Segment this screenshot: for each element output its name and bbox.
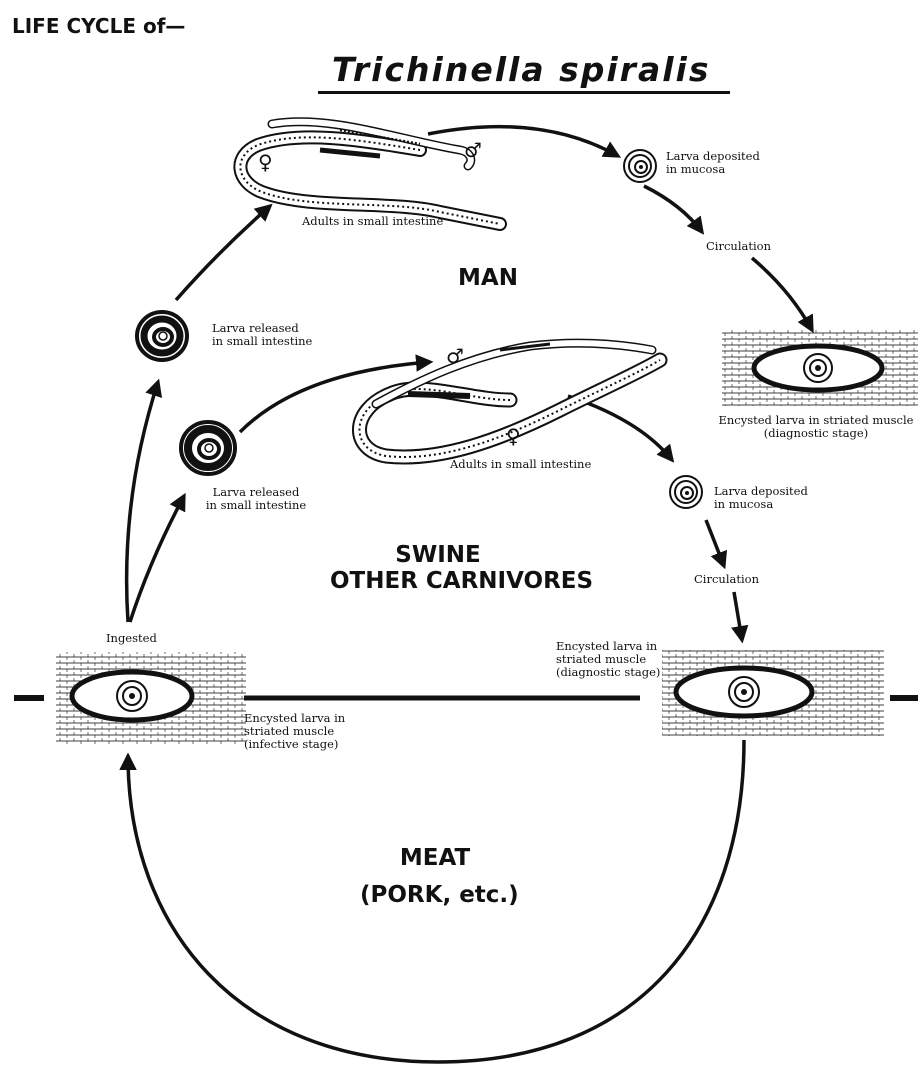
arrow-ingested-to-man: [124, 378, 163, 623]
man-encysted-larva-icon: [722, 330, 918, 406]
caption-swine-encysted-line1: Encysted larva in: [556, 639, 658, 653]
arrow-swine-released-to-adults: [238, 354, 434, 434]
swine-adult-female-worm: [352, 352, 668, 465]
female-symbol-man: ♀: [258, 150, 273, 174]
host-label-meat-line1: MEAT: [399, 845, 471, 871]
caption-swine-adults: Adults in small intestine: [450, 457, 592, 471]
caption-swine-encysted-line2: striated muscle: [556, 652, 647, 666]
host-label-meat-line2: (PORK, etc.): [360, 882, 519, 908]
swine-adult-male-worm: [371, 338, 657, 409]
header-label: LIFE CYCLE of—: [12, 14, 186, 38]
man-adult-male-worm: [267, 117, 476, 171]
man-released-larva-icon: [135, 310, 189, 362]
caption-infective-line2: striated muscle: [244, 724, 335, 738]
caption-swine-deposit-line2: in mucosa: [714, 497, 774, 511]
caption-man-released: Larva released in small intestine: [212, 322, 312, 348]
caption-man-deposit-line1: Larva deposited: [666, 149, 760, 163]
caption-man-circulation: Circulation: [706, 239, 771, 253]
host-label-swine-line1: SWINE: [395, 542, 481, 568]
arrow-man-circulation-to-encysted: [750, 256, 814, 334]
caption-swine-released: Larva released in small intestine: [196, 486, 316, 512]
host-label-man: MAN: [458, 265, 518, 291]
man-deposited-larva-icon: [623, 149, 657, 183]
swine-deposited-larva-icon: [669, 475, 703, 509]
caption-man-deposit: Larva deposited in mucosa: [666, 150, 760, 176]
man-adult-female-worm: [233, 130, 507, 231]
caption-man-encysted-line1: Encysted larva in striated muscle: [718, 413, 914, 427]
caption-swine-deposit: Larva deposited in mucosa: [714, 485, 808, 511]
host-label-swine-line2: OTHER CARNIVORES: [330, 568, 594, 594]
species-title: Trichinella spiralis: [318, 50, 731, 94]
caption-man-encysted-line2: (diagnostic stage): [763, 426, 869, 440]
caption-man-encysted: Encysted larva in striated muscle (diagn…: [714, 414, 918, 440]
arrow-man-adults-to-deposit: [427, 124, 622, 158]
arrow-swine-deposit-to-circulation: [704, 519, 728, 570]
infective-encysted-larva-icon: [56, 652, 246, 744]
caption-swine-circulation: Circulation: [694, 572, 759, 586]
caption-swine-released-line2: in small intestine: [205, 498, 307, 512]
caption-infective: Encysted larva in striated muscle (infec…: [244, 712, 345, 751]
caption-swine-released-line1: Larva released: [212, 485, 300, 499]
caption-infective-line3: (infective stage): [244, 737, 339, 751]
swine-released-larva-icon: [179, 420, 237, 476]
host-label-meat: MEAT (PORK, etc.): [360, 840, 519, 914]
arrow-swine-circulation-to-encysted: [731, 591, 749, 644]
caption-swine-encysted-line3: (diagnostic stage): [556, 665, 661, 679]
male-symbol-swine: ♂: [446, 344, 464, 368]
caption-swine-encysted: Encysted larva in striated muscle (diagn…: [556, 640, 660, 679]
arrow-meat-loop: [119, 739, 746, 1064]
caption-swine-deposit-line1: Larva deposited: [714, 484, 808, 498]
caption-man-released-line2: in small intestine: [212, 334, 313, 348]
caption-man-released-line1: Larva released: [212, 321, 299, 335]
caption-man-deposit-line2: in mucosa: [666, 162, 726, 176]
female-symbol-swine: ♀: [506, 424, 521, 448]
arrow-man-released-to-adults: [174, 203, 273, 302]
caption-ingested: Ingested: [106, 631, 157, 645]
swine-encysted-larva-icon: [662, 650, 884, 736]
arrow-man-deposit-to-circulation: [643, 184, 705, 235]
arrow-ingested-to-swine: [128, 492, 186, 623]
caption-infective-line1: Encysted larva in: [244, 711, 346, 725]
male-symbol-man: ♂: [464, 138, 482, 162]
host-label-swine: SWINE OTHER CARNIVORES: [330, 542, 594, 594]
caption-man-adults: Adults in small intestine: [302, 214, 444, 228]
